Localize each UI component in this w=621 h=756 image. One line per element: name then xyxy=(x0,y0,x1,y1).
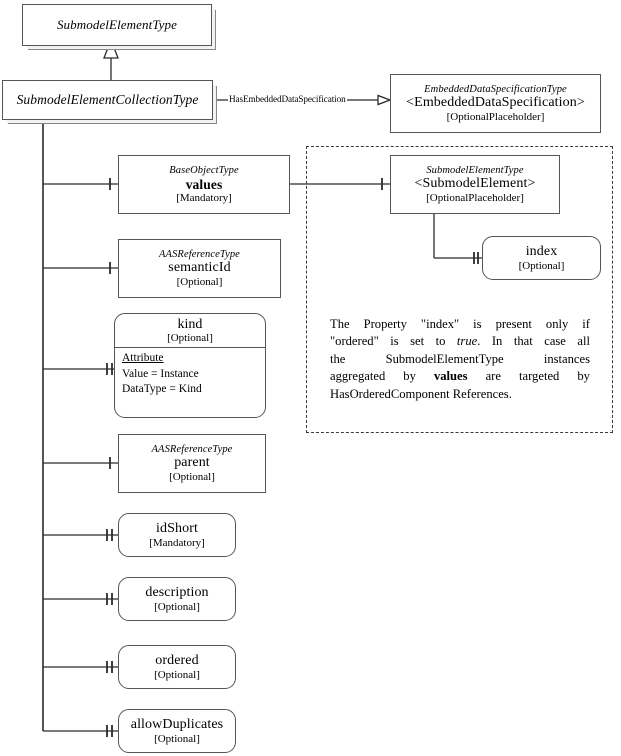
node-kind-header: kind [Optional] xyxy=(115,314,265,344)
node-allow-duplicates[interactable]: allowDuplicates [Optional] xyxy=(118,709,236,753)
node-name-label: idShort xyxy=(156,521,198,536)
node-parent[interactable]: AASReferenceType parent [Optional] xyxy=(118,434,266,493)
node-name-label: description xyxy=(145,585,209,600)
kind-attribute-compartment: Attribute Value = Instance DataType = Ki… xyxy=(115,348,265,401)
node-cardinality-label: [Optional] xyxy=(154,600,200,613)
node-values[interactable]: BaseObjectType values [Mandatory] xyxy=(118,155,290,214)
node-submodel-element-collection-type[interactable]: SubmodelElementCollectionType xyxy=(2,80,213,120)
node-type-label: SubmodelElementCollectionType xyxy=(16,92,199,108)
note-line-4: aggregated by values are targeted by xyxy=(330,368,590,385)
node-name-label: <EmbeddedDataSpecification> xyxy=(406,95,585,111)
note-line-2-a: "ordered" is set to xyxy=(330,334,457,349)
note-line-4-c: are targeted by xyxy=(467,369,590,384)
node-type-label: BaseObjectType xyxy=(169,164,239,176)
kind-compartment-divider xyxy=(115,347,265,349)
edge-label-has-embedded-data-specification: HasEmbeddedDataSpecification xyxy=(228,94,347,104)
node-name-label: index xyxy=(525,244,558,259)
node-description[interactable]: description [Optional] xyxy=(118,577,236,621)
node-cardinality-label: [Optional] xyxy=(154,668,200,681)
node-name-label: <SubmodelElement> xyxy=(414,176,536,192)
node-type-label: SubmodelElementType xyxy=(426,164,524,176)
node-type-label: SubmodelElementType xyxy=(56,16,178,32)
node-cardinality-label: [Mandatory] xyxy=(149,536,205,549)
node-cardinality-label: [Optional] xyxy=(176,276,223,289)
node-kind[interactable]: kind [Optional] Attribute Value = Instan… xyxy=(114,313,266,418)
node-embedded-data-specification[interactable]: EmbeddedDataSpecificationType <EmbeddedD… xyxy=(390,74,601,133)
kind-attribute-line-value: Value = Instance xyxy=(122,367,199,380)
node-cardinality-label: [OptionalPlaceholder] xyxy=(426,192,524,205)
node-index[interactable]: index [Optional] xyxy=(482,236,601,280)
note-line-2-b: . In that case all xyxy=(477,334,590,349)
ordered-note-region xyxy=(306,146,613,433)
node-type-label: AASReferenceType xyxy=(159,248,240,260)
node-name-label: parent xyxy=(174,455,210,471)
note-line-4-a: aggregated by xyxy=(330,369,434,384)
node-ordered[interactable]: ordered [Optional] xyxy=(118,645,236,689)
note-line-3: the SubmodelElementType instances xyxy=(330,351,590,366)
node-type-label: EmbeddedDataSpecificationType xyxy=(424,83,567,95)
node-cardinality-label: [Mandatory] xyxy=(176,191,232,204)
node-submodel-element-placeholder[interactable]: SubmodelElementType <SubmodelElement> [O… xyxy=(390,155,560,214)
node-cardinality-label: [Optional] xyxy=(518,259,565,272)
node-type-label: AASReferenceType xyxy=(151,443,233,455)
ordered-note-text: The Property "index" is present only if … xyxy=(330,316,590,403)
kind-attribute-header: Attribute xyxy=(122,352,164,365)
node-name-label: kind xyxy=(177,317,203,332)
node-id-short[interactable]: idShort [Mandatory] xyxy=(118,513,236,557)
node-cardinality-label: [Optional] xyxy=(169,471,215,484)
node-name-label: allowDuplicates xyxy=(130,717,224,732)
node-semantic-id[interactable]: AASReferenceType semanticId [Optional] xyxy=(118,239,281,298)
node-name-label: values xyxy=(185,176,223,192)
node-cardinality-label: [Optional] xyxy=(167,332,213,345)
node-submodel-element-type[interactable]: SubmodelElementType xyxy=(22,4,212,46)
node-cardinality-label: [OptionalPlaceholder] xyxy=(446,111,545,124)
note-line-4-bold: values xyxy=(433,369,468,384)
note-line-2: "ordered" is set to true. In that case a… xyxy=(330,333,590,350)
kind-attribute-line-datatype: DataType = Kind xyxy=(122,382,202,395)
node-name-label: semanticId xyxy=(168,260,231,276)
node-cardinality-label: [Optional] xyxy=(154,732,200,745)
note-line-1: The Property "index" is present only if xyxy=(330,317,590,331)
note-line-5: HasOrderedComponent References. xyxy=(330,386,512,401)
node-name-label: ordered xyxy=(155,653,199,668)
note-line-2-emphasis: true xyxy=(456,334,478,349)
